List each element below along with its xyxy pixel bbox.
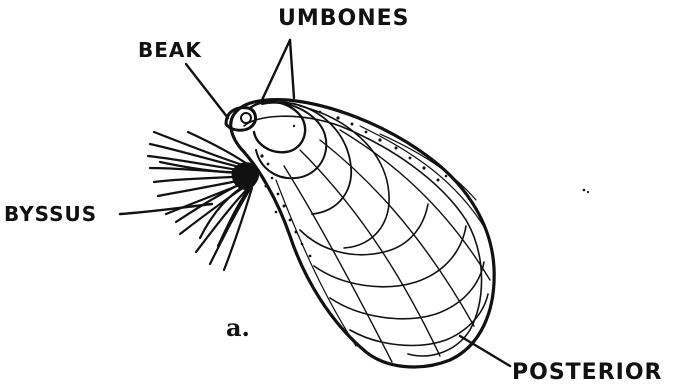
- posterior-label: POSTERIOR: [512, 360, 662, 385]
- panel-label: a.: [226, 313, 250, 342]
- beak-label: BEAK: [138, 38, 202, 62]
- umbones-label: UMBONES: [278, 6, 410, 31]
- umbones-leader-right: [290, 40, 294, 98]
- byssus-threads: [148, 132, 252, 270]
- posterior-leader: [460, 336, 510, 366]
- byssus-label: BYSSUS: [4, 202, 97, 226]
- umbones-leader-left: [262, 40, 290, 100]
- beak-leader: [186, 64, 228, 118]
